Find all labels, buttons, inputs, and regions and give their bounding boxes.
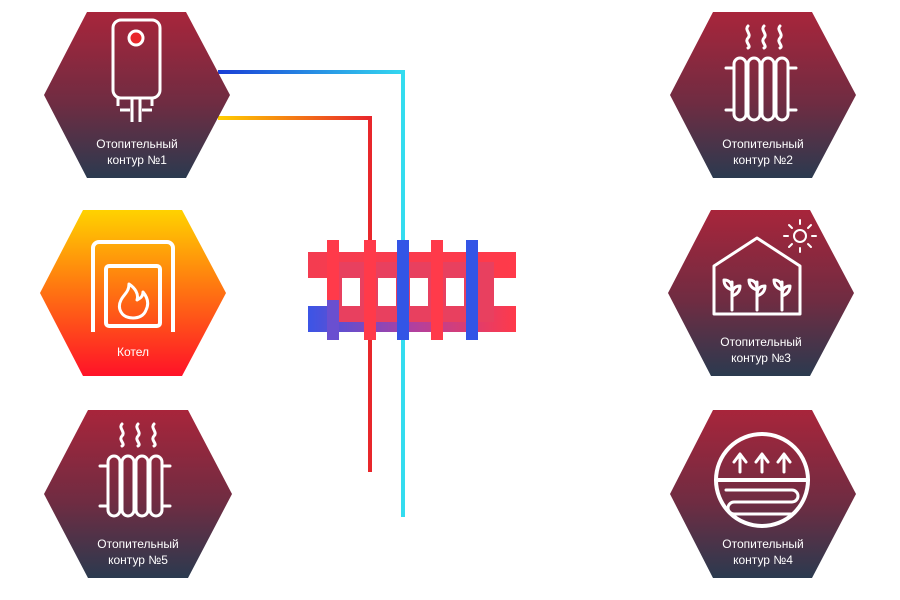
manifold-stub [364,240,376,340]
hexagon [44,410,232,578]
hexagon [44,12,230,178]
circuit3-node: Отопительный контур №3 [668,210,854,376]
boiler-label: Котел [117,345,149,359]
water-heater-icon [111,18,162,122]
manifold-stub [466,240,478,340]
circuit1-label-line1: Отопительный [96,137,177,151]
circuit2-label-line2: контур №2 [733,153,793,167]
manifold-stub [431,240,443,340]
circuit3-label-line2: контур №3 [731,351,791,365]
hexagon [670,410,856,578]
boiler-flame-icon [91,240,175,332]
circuit2-node: Отопительный контур №2 [670,12,856,178]
hydraulic-manifold [308,240,516,340]
greenhouse-icon [712,236,802,316]
circuit4-label-line1: Отопительный [722,537,803,551]
circuit4-node: Отопительный контур №4 [670,410,856,578]
circuit1-label-line2: контур №1 [107,153,167,167]
circuit5-label-line2: контур №5 [108,553,168,567]
sun-icon [783,219,817,253]
hexagon [40,210,226,376]
circuit3-label-line1: Отопительный [720,335,801,349]
underfloor-heating-icon [714,432,810,528]
pipes [213,70,687,517]
manifold-stub [397,240,409,340]
circuit4-label-line2: контур №4 [733,553,793,567]
circuit2-label-line1: Отопительный [722,137,803,151]
boiler-node: Котел [40,210,226,376]
circuit1-node: Отопительный контур №1 [44,12,230,178]
circuit5-node: Отопительный контур №5 [44,410,232,578]
radiator-icon [98,422,172,518]
manifold-stub [327,300,339,340]
radiator-icon [724,24,798,122]
circuit5-label-line1: Отопительный [97,537,178,551]
